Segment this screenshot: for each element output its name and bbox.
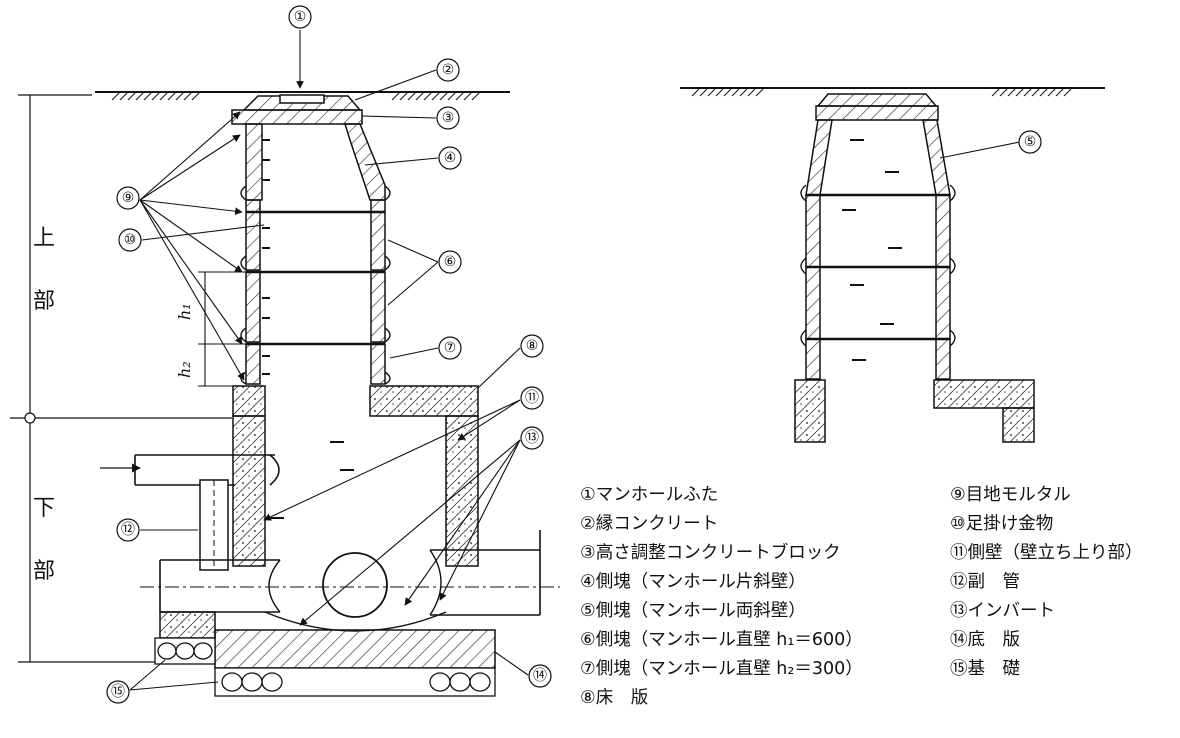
callout-6-text: ⑥ (444, 254, 457, 270)
legend-item-10: ⑩足掛け金物 (950, 514, 1054, 534)
short-wall-left (245, 343, 261, 385)
foundation-gravel (154, 637, 496, 697)
callout-7 (438, 336, 462, 360)
h2-label: h₂ (175, 361, 194, 378)
legend-item-14: ⑭底 版 (950, 630, 1020, 650)
callout-7-text: ⑦ (444, 340, 457, 356)
callout-14 (528, 664, 552, 688)
main-pipe-section (322, 552, 388, 618)
callout-3-text: ③ (442, 110, 455, 126)
callout-15-text: ⑮ (111, 684, 125, 700)
legend-item-8: ⑧床 版 (580, 688, 649, 708)
straight-wall-left-1 (245, 199, 261, 271)
callout-10-text: ⑩ (124, 232, 137, 248)
callout-numbers: ① ② ③ ④ ⑤ ⑥ ⑦ ⑧ ⑨ ⑩ ⑪ ⑫ ⑬ ⑭ ⑮ (111, 9, 1036, 700)
callout-2-text: ② (442, 62, 455, 78)
floor-slab-right (369, 385, 479, 417)
callout-12 (116, 518, 140, 542)
main-pipe-right (430, 530, 541, 616)
upper-label-1: 上 (33, 226, 55, 251)
ground-hatch (111, 91, 481, 101)
legend-item-9: ⑨目地モルタル (950, 485, 1071, 505)
concentric-cone-right (922, 119, 951, 196)
callout-markers (106, 5, 1042, 704)
legend-item-3: ③高さ調整コンクリートブロック (580, 543, 841, 563)
legend-item-1: ①マンホールふた (580, 485, 719, 505)
floor-slab-left (232, 385, 266, 417)
concentric-cone-left (805, 119, 833, 196)
callout-4-text: ④ (444, 150, 457, 166)
h1-label: h₁ (175, 303, 194, 320)
callout-13 (520, 426, 544, 450)
cover-lid (279, 94, 325, 104)
legend-item-6: ⑥側塊（マンホール直壁 h₁＝600） (580, 630, 863, 650)
upper-label-2: 部 (33, 289, 55, 314)
callout-4 (438, 146, 462, 170)
invert (264, 611, 447, 632)
lower-label-1: 下 (33, 496, 55, 521)
step-irons (262, 139, 270, 375)
callout-9-text: ⑨ (122, 190, 135, 206)
callout-11 (520, 386, 544, 410)
callout-10 (118, 228, 142, 252)
callout-5 (1018, 130, 1042, 154)
left-manhole-section (10, 91, 560, 697)
side-labels: 上 部 下 部 (33, 226, 55, 584)
callout-14-text: ⑭ (533, 668, 547, 684)
right-floor-slab-left (794, 379, 826, 443)
callout-8 (520, 334, 544, 358)
legend-item-15: ⑮基 礎 (950, 659, 1020, 679)
callout-9 (116, 186, 140, 210)
side-wall-left (232, 415, 266, 567)
legend-item-5: ⑤側塊（マンホール両斜壁） (580, 601, 806, 621)
callout-1-text: ① (294, 9, 307, 25)
legend-item-2: ②縁コンクリート (580, 514, 719, 534)
adjustment-block (231, 109, 363, 125)
lower-label-2: 部 (33, 559, 55, 584)
callout-5-text: ⑤ (1024, 134, 1037, 150)
eccentric-cone-wall-left (245, 123, 263, 201)
legend-item-12: ⑫副 管 (950, 572, 1020, 592)
callout-3 (436, 106, 460, 130)
legend-item-7: ⑦側塊（マンホール直壁 h₂＝300） (580, 659, 863, 679)
callout-12-text: ⑫ (121, 522, 135, 538)
eccentric-cone-wall-right (343, 123, 386, 201)
straight-wall-right-1 (370, 199, 386, 271)
right-floor-slab-right (933, 379, 1035, 409)
right-manhole-section (680, 87, 1105, 443)
lower-slab-small (159, 611, 216, 639)
callout-6 (438, 250, 462, 274)
leader-lines (129, 30, 529, 691)
legend: ①マンホールふた ②縁コンクリート ③高さ調整コンクリートブロック ④側塊（マン… (580, 482, 1180, 738)
legend-item-13: ⑬インバート (950, 601, 1055, 621)
straight-wall-left-2 (245, 271, 261, 343)
callout-2 (436, 58, 460, 82)
legend-item-11: ⑪側壁（壁立ち上り部） (950, 543, 1143, 563)
base-slab (214, 629, 496, 669)
callout-8-text: ⑧ (526, 338, 539, 354)
callout-13-text: ⑬ (525, 430, 539, 446)
straight-wall-right-2 (370, 271, 386, 343)
callout-1 (288, 5, 312, 29)
callout-11-text: ⑪ (525, 390, 539, 406)
short-wall-right (370, 343, 386, 385)
side-wall-right (445, 415, 479, 567)
legend-item-4: ④側塊（マンホール片斜壁） (580, 572, 806, 592)
callout-15 (106, 680, 130, 704)
